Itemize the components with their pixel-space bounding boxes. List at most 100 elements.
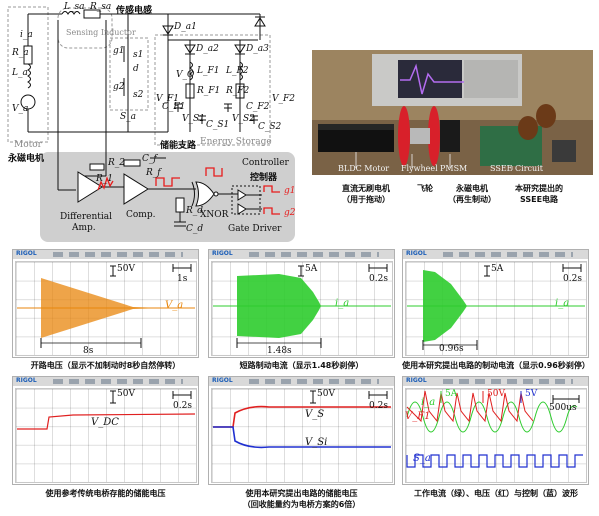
label-d-a2: D_a2 — [196, 44, 219, 54]
label-sensing-cn: 传感电感 — [116, 6, 153, 16]
scope-vscale: 5A — [305, 264, 318, 274]
scope-toolbar: RIGOL — [403, 250, 588, 259]
scope-tscale: 0.2s — [173, 401, 192, 411]
label-g1: g1 — [113, 46, 125, 56]
scope-signal-control: S_a — [413, 453, 431, 464]
scope-grid — [15, 388, 197, 483]
scope-scale-current: 5A — [445, 389, 458, 399]
scope-tscale: 0.2s — [369, 274, 388, 284]
label-sensing-en: Sensing Inductor — [66, 28, 136, 37]
label-r1: R_1 — [96, 174, 114, 184]
label-gate-driver: Gate Driver — [228, 224, 282, 234]
label-out-g2: g2 — [284, 208, 296, 218]
scope-duration: 0.96s — [439, 344, 464, 354]
scope-vscale: 5A — [491, 264, 504, 274]
label-rf: R_f — [146, 168, 161, 178]
scope-toolbar: RIGOL — [209, 377, 394, 386]
label-r-a: R_a — [12, 48, 29, 58]
scope-waveform — [407, 264, 585, 350]
label-xnor: XNOR — [200, 210, 229, 220]
scope-tscale: 500us — [549, 403, 577, 413]
label-i-a: i_a — [20, 30, 33, 40]
scope-ssee-braking-current: RIGOL 5A 0.2s i_a 0.96s — [402, 249, 589, 358]
scope-toolbar: RIGOL — [209, 250, 394, 259]
label-controller-en: Controller — [242, 158, 289, 168]
scope-waveform — [406, 390, 583, 468]
label-cd: C_d — [186, 224, 204, 234]
scope-signal-label: V_DC — [91, 417, 119, 428]
photo-caption-flywheel: 飞轮 — [417, 184, 433, 193]
label-v-f1: V_F1 — [156, 94, 179, 104]
label-v-s2: V_S2 — [232, 114, 255, 124]
label-c-f1: C_F1 — [162, 102, 186, 112]
scope-grid — [405, 388, 587, 483]
label-controller-cn: 控制器 — [250, 173, 278, 183]
caption-scope-5: 使用本研究提出电路的储能电压 （回收能量约为电桥方案的6倍） — [242, 489, 361, 509]
label-c-s2: C_S2 — [258, 122, 282, 132]
caption-scope-2: 短路制动电流（显示1.48秒刹停） — [239, 361, 364, 370]
label-r2: R_2 — [108, 158, 126, 168]
label-l-sa: L_sa — [64, 2, 85, 12]
label-rd: R_d — [186, 206, 204, 216]
scope-scale-control: 5V — [525, 389, 538, 399]
photo-label-bldc: BLDC Motor — [338, 164, 390, 173]
scope-waveform — [213, 390, 391, 449]
label-s2: s2 — [133, 90, 144, 100]
scope-open-circuit-voltage: RIGOL 50V 1s V_a 8s — [12, 249, 199, 358]
scope-toolbar: RIGOL — [403, 377, 588, 386]
label-v-a: V_a — [12, 104, 29, 114]
caption-scope-1: 开路电压（显示不加制动时8秒自然停转） — [30, 361, 181, 370]
scope-bridge-storage-voltage: RIGOL 50V 0.2s V_DC — [12, 376, 199, 485]
label-d: d — [133, 64, 139, 74]
label-g2: g2 — [113, 82, 125, 92]
scope-scale-voltage: 50V — [487, 389, 505, 399]
scope-signal-voltage: V_F1 — [405, 411, 431, 422]
label-s-a: S_a — [120, 112, 137, 122]
scope-vscale: 50V — [317, 389, 335, 399]
photo-caption-ssee: 本研究提出的 SSEE电路 — [515, 184, 563, 204]
label-r-f2: R_F2 — [226, 86, 250, 96]
scope-duration: 1.48s — [267, 346, 292, 356]
photo-label-ssee: SSEE Circuit — [490, 164, 543, 173]
label-storage-en: Energy Storage — [200, 137, 272, 147]
photo-scene — [312, 50, 593, 175]
caption-scope-6: 工作电流（绿）、电压（红）与控制（蓝）波形 — [414, 489, 578, 498]
label-out-g1: g1 — [284, 186, 296, 196]
scope-signal-top: V_S — [305, 409, 325, 420]
scope-short-circuit-current: RIGOL 5A 0.2s i_a 1.48s — [208, 249, 395, 358]
scope-tscale: 0.2s — [563, 274, 582, 284]
experiment-photo: BLDC Motor Flywheel PMSM SSEE Circuit — [312, 50, 593, 175]
photo-label-flywheel: Flywheel — [401, 164, 438, 173]
label-v-f2: V_F2 — [272, 94, 295, 104]
label-c-f2: C_F2 — [246, 102, 270, 112]
label-amp: Amp. — [72, 223, 96, 233]
scope-ssee-storage-voltage: RIGOL 50V 0.2s V_S V_Si — [208, 376, 395, 485]
label-storage-cn: 储能支路 — [160, 141, 197, 151]
label-differential: Differential — [60, 212, 112, 222]
label-comp: Comp. — [126, 210, 156, 220]
photo-label-pmsm: PMSM — [440, 164, 468, 173]
scope-waveform — [213, 264, 391, 348]
label-v-o: V_O — [176, 70, 195, 80]
scope-tscale: 1s — [177, 274, 188, 284]
scope-signal-bottom: V_Si — [305, 437, 328, 448]
scope-tscale: 0.2s — [369, 401, 388, 411]
photo-caption-pmsm: 永磁电机 （再生制动） — [448, 184, 496, 204]
label-cf: C_f — [142, 154, 157, 164]
label-c-s1: C_S1 — [206, 120, 230, 130]
photo-caption-bldc: 直流无刷电机 （用于拖动） — [342, 184, 390, 204]
circuit-diagram: i_a R_a L_a V_a Motor 永磁电机 L_sa R_sa 传感电… — [0, 0, 300, 246]
label-d-a3: D_a3 — [246, 44, 269, 54]
label-r-f1: R_F1 — [197, 86, 221, 96]
caption-scope-3: 使用本研究提出电路的制动电流（显示0.96秒刹停） — [402, 361, 590, 370]
circuit-wiring — [7, 6, 280, 227]
scope-signal-label: i_a — [555, 298, 570, 309]
scope-toolbar: RIGOL — [13, 250, 198, 259]
label-l-f1: L_F1 — [197, 66, 220, 76]
scope-toolbar: RIGOL — [13, 377, 198, 386]
scope-waveform — [17, 390, 196, 430]
caption-scope-4: 使用参考传统电桥存能的储能电压 — [45, 489, 166, 498]
label-motor-cn: 永磁电机 — [8, 154, 45, 164]
label-l-a: L_a — [12, 68, 28, 78]
scope-working-waveforms: RIGOL 5A 50V 5V 500us i_a V_F1 S_a — [402, 376, 589, 485]
